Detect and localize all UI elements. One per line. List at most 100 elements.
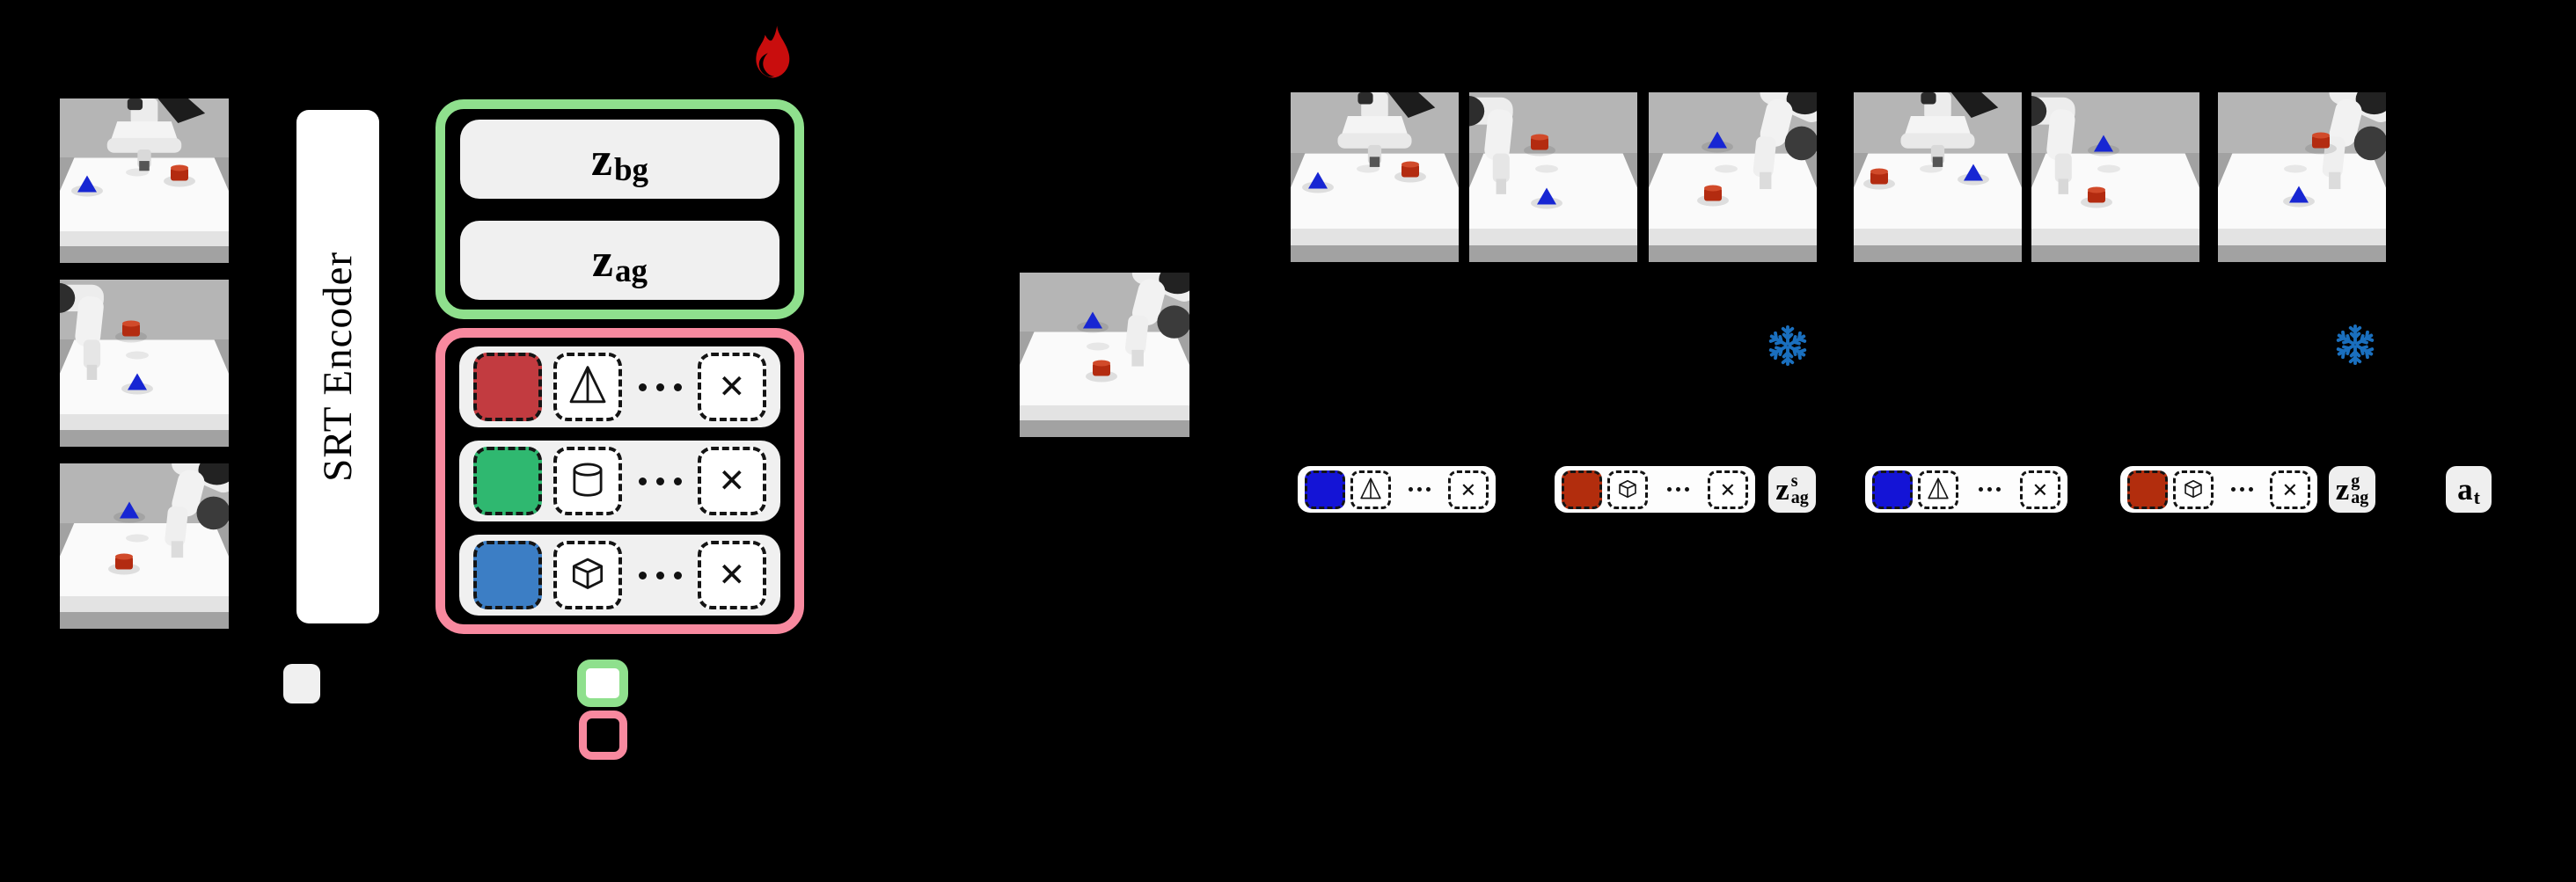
cone-shape xyxy=(1307,171,1328,189)
slot-color-swatch xyxy=(473,447,542,515)
cone-shape xyxy=(1963,164,1983,181)
slot-empty-box: × xyxy=(698,353,766,421)
scene-table-edge xyxy=(2031,229,2199,245)
dot xyxy=(673,571,682,579)
dot xyxy=(1675,487,1680,492)
token-empty-box: × xyxy=(2270,470,2310,509)
cross-icon: × xyxy=(2282,474,2298,505)
scene-table-edge xyxy=(1291,229,1459,245)
scene-table-edge xyxy=(1649,229,1817,245)
robot-arm xyxy=(2322,92,2386,190)
rollout-view-4 xyxy=(1854,92,2022,262)
token-label-subscript: t xyxy=(2473,485,2480,508)
robot-arm xyxy=(2031,95,2075,194)
token-color-swatch xyxy=(2127,470,2168,509)
dot xyxy=(655,383,664,391)
blue-cone-object xyxy=(121,373,154,395)
cross-icon: × xyxy=(719,456,745,506)
slot-token: × xyxy=(1298,466,1496,513)
dot xyxy=(655,477,664,485)
dot xyxy=(1426,487,1431,492)
pyramid-icon xyxy=(1350,470,1391,509)
scene-table-edge xyxy=(60,596,229,613)
token-label-main: a xyxy=(2457,471,2473,507)
cone-shape xyxy=(1536,187,1556,205)
scene-table-edge xyxy=(1020,405,1189,421)
scene-marker xyxy=(126,351,150,359)
dot xyxy=(673,383,682,391)
robot-arm xyxy=(1900,92,1999,167)
token-label-superscript: s xyxy=(1790,470,1798,491)
token-label-subscript: ag xyxy=(1790,487,1809,507)
ellipsis-dots xyxy=(1648,487,1708,492)
dot xyxy=(673,477,682,485)
red-cylinder-object xyxy=(114,320,147,343)
latent-zag-subscript: ag xyxy=(614,253,648,289)
cylinder-top xyxy=(121,320,140,327)
cylinder-top xyxy=(2088,186,2106,193)
dot xyxy=(638,477,647,485)
rollout-view-5 xyxy=(2031,92,2199,262)
latent-zbg-label: z xyxy=(590,132,612,186)
pyramid-icon xyxy=(553,353,622,421)
cylinder-shape xyxy=(1401,161,1419,178)
red-cylinder-object xyxy=(2081,186,2113,208)
scene-table-edge xyxy=(1854,229,2022,245)
token-color-swatch xyxy=(1872,470,1913,509)
cone-shape xyxy=(2094,135,2114,152)
cylinder-icon xyxy=(553,447,622,515)
input-view-1 xyxy=(60,98,229,263)
scene-table-edge xyxy=(60,230,229,247)
cross-icon: × xyxy=(719,361,745,412)
scene-table xyxy=(1649,153,1817,230)
cylinder-shape xyxy=(114,553,133,570)
scene-marker xyxy=(126,534,150,543)
scene-table-edge xyxy=(2218,229,2386,245)
input-view-3 xyxy=(60,463,229,629)
scene-table-edge xyxy=(60,413,229,430)
ellipsis-dots xyxy=(622,571,698,579)
robot-arm xyxy=(1337,92,1436,167)
cube-icon xyxy=(2173,470,2214,509)
dot xyxy=(1684,487,1689,492)
red-cylinder-object xyxy=(1696,185,1729,207)
cylinder-shape xyxy=(2088,186,2106,203)
cylinder-shape xyxy=(171,164,189,181)
red-cylinder-object xyxy=(1085,360,1117,383)
snowflake-icon xyxy=(2334,324,2376,366)
cube-icon xyxy=(1607,470,1648,509)
cylinder-top xyxy=(1870,168,1888,174)
robot-arm xyxy=(165,463,229,558)
ellipsis-dots xyxy=(622,477,698,485)
object-slot-row-1: × xyxy=(459,346,780,427)
scene-marker xyxy=(2097,164,2120,173)
blue-cone-object xyxy=(1957,164,1989,186)
token-color-swatch xyxy=(1562,470,1602,509)
slot-group-box: × × × xyxy=(435,328,804,634)
token-empty-box: × xyxy=(1708,470,1748,509)
cylinder-shape xyxy=(1531,134,1549,150)
cylinder-top xyxy=(2311,132,2330,139)
token-color-swatch xyxy=(1305,470,1345,509)
srt-encoder-box: SRT Encoder xyxy=(296,110,379,623)
slot-token: × xyxy=(1555,466,1755,513)
token-label-main: z xyxy=(1775,471,1789,507)
legend-green-swatch xyxy=(577,660,628,707)
scene-marker xyxy=(126,168,150,177)
pyramid-icon xyxy=(1918,470,1958,509)
dot xyxy=(1666,487,1672,492)
dot xyxy=(1409,487,1413,492)
dot xyxy=(655,571,664,579)
dot xyxy=(638,571,647,579)
slot-token: × xyxy=(1865,466,2067,513)
cube-icon xyxy=(553,541,622,609)
robot-arm xyxy=(1124,273,1189,367)
